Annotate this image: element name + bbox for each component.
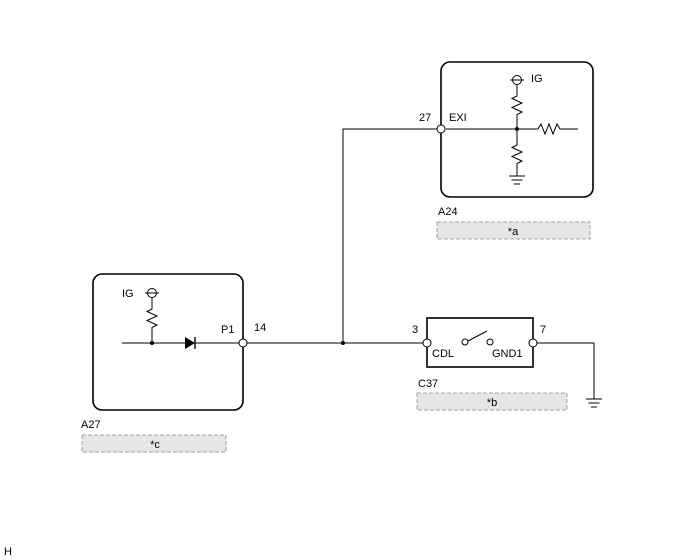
- a27-ig-label: IG: [122, 288, 134, 300]
- c37-pin-7-terminal: [528, 338, 538, 348]
- c37-name: C37: [418, 378, 438, 390]
- a27-name: A27: [81, 419, 101, 431]
- c37-component: 3 7 CDL GND1 C37 *b: [412, 317, 568, 411]
- a24-right-resistor-icon: [537, 122, 578, 136]
- c37-ground-icon: [586, 398, 602, 408]
- a27-ig-supply-icon: [145, 288, 159, 305]
- c37-pin-right-name: GND1: [492, 348, 523, 360]
- a27-pin-name: P1: [221, 324, 234, 336]
- a24-component: IG 27 EXI A24 *a: [419, 61, 594, 240]
- a24-upper-resistor-icon: [510, 92, 524, 121]
- a24-pin-number: 27: [419, 112, 431, 124]
- c37-note-box: [416, 392, 568, 411]
- c37-note-text: *b: [487, 397, 497, 409]
- a24-ig-label: IG: [531, 73, 543, 85]
- a27-pin-14-terminal: [238, 338, 248, 348]
- a24-ground-icon: [509, 175, 525, 185]
- a24-pin-name: EXI: [449, 112, 467, 124]
- a24-ig-supply-icon: [510, 75, 524, 92]
- external-wiring: [247, 128, 595, 399]
- a27-pin-number: 14: [254, 322, 266, 334]
- c37-pin-right-number: 7: [540, 324, 546, 336]
- c37-pin-3-terminal: [422, 338, 432, 348]
- a27-resistor-icon: [145, 305, 159, 343]
- c37-pin-left-number: 3: [412, 324, 418, 336]
- corner-label: H: [4, 546, 12, 558]
- c37-switch-icon: [461, 330, 494, 346]
- a24-pin-27-terminal: [436, 124, 446, 134]
- a24-note-box: [436, 221, 591, 240]
- a27-note-box: [81, 434, 227, 453]
- a27-component: IG P1 14 A27 *c: [81, 273, 266, 453]
- a24-name: A24: [438, 206, 458, 218]
- wire-junction-dot: [341, 341, 345, 345]
- a27-box: [92, 273, 244, 411]
- c37-pin-left-name: CDL: [432, 348, 454, 360]
- a24-note-text: *a: [508, 226, 519, 238]
- a24-lower-resistor-icon: [510, 144, 524, 176]
- a27-note-text: *c: [150, 439, 160, 451]
